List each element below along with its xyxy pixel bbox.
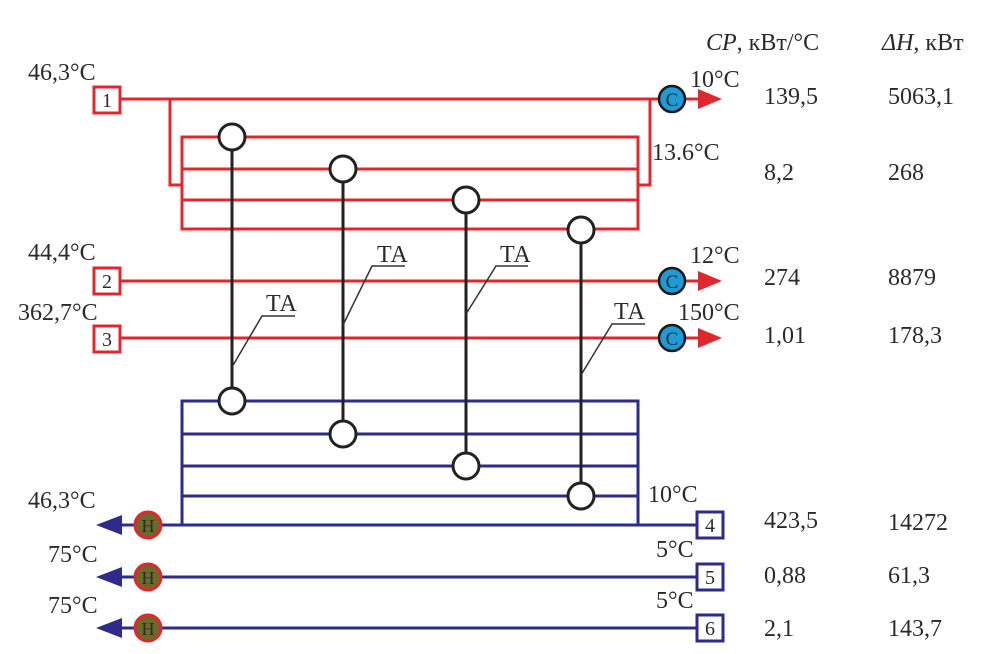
cooler-letter: C [666,329,679,350]
stream-6-dh: 143,7 [888,616,942,642]
heater-letter: Н [142,568,155,588]
hot-split-frame [180,135,640,231]
heat-exchanger-2: ТА [328,154,408,449]
cooler-icon [657,84,687,114]
split-outlet-temp: 13.6°C [652,140,720,166]
split-cp: 8,2 [764,160,794,186]
exchanger-3-hot-node [451,185,481,215]
split-right-connector [638,99,652,187]
exchanger-3-cold-node [451,451,481,481]
stream-4-cp: 423,5 [764,508,818,534]
stream-5-dh: 61,3 [888,563,930,589]
exchanger-4-cold-node [566,481,596,511]
stream-1-arrow-icon [698,89,722,109]
stream-3-cp: 1,01 [764,323,806,349]
stream-2-inlet-temp: 44,4°C [28,240,96,266]
cooler-icon [657,323,687,353]
stream-6-box [695,613,725,643]
exchanger-3-leader [465,265,528,315]
stream-6-inlet-temp: 5°C [656,588,694,614]
stream-4-inlet-temp: 10°C [648,482,698,508]
exchanger-2-cold-node [328,419,358,449]
stream-6-number: 6 [705,618,715,640]
cooler-icon [657,266,687,296]
stream-6-outlet-temp: 75°C [48,593,98,619]
stream-4-number: 4 [705,515,715,537]
heater-letter: Н [142,516,155,536]
stream-4-dh: 14272 [888,510,948,536]
exchanger-1-hot-node [217,122,247,152]
stream-1-cp: 139,5 [764,84,818,110]
stream-5-number: 5 [705,567,715,589]
stream-1-number: 1 [102,90,112,112]
stream-1-outlet-temp: 10°C [690,67,740,93]
stream-3-dh: 178,3 [888,323,942,349]
hot-stream-1: 46,3°C 1 C 10°C 139,5 5063,1 13.6°C 8,2 … [28,60,954,231]
stream-2-number: 2 [102,271,112,293]
stream-3-inlet-temp: 362,7°C [18,300,98,326]
stream-1-box [92,85,122,115]
exchanger-3-label: ТА [500,242,531,268]
stream-4-outlet-temp: 46,3°C [28,488,96,514]
cp-column-header: CP, кВт/°C [706,30,819,56]
hot-stream-2: 44,4°C 2 C 12°C 274 8879 [28,240,936,296]
exchanger-4-leader [580,323,645,376]
stream-2-outlet-temp: 12°C [690,243,740,269]
stream-4-box [695,510,725,540]
cooler-letter: C [666,90,679,111]
stream-3-outlet-temp: 150°C [678,300,740,326]
stream-2-cp: 274 [764,265,800,291]
stream-6-arrow-icon [96,618,122,638]
heater-icon [133,562,163,592]
exchanger-2-label: ТА [377,242,408,268]
exchanger-4-hot-node [566,215,596,245]
exchanger-4-label: ТА [614,299,645,325]
heater-icon [133,510,163,540]
heat-exchanger-3: ТА [451,185,531,481]
stream-5-inlet-temp: 5°C [656,537,694,563]
heat-exchanger-4: ТА [566,215,645,511]
exchanger-1-leader [231,315,295,368]
stream-1-dh: 5063,1 [888,84,954,110]
exchanger-2-hot-node [328,154,358,184]
cooler-letter: C [666,272,679,293]
exchanger-1-cold-node [217,386,247,416]
stream-2-arrow-icon [698,271,722,291]
exchanger-2-leader [342,265,405,326]
dh-column-header: ΔH, кВт [881,30,964,56]
stream-1-inlet-temp: 46,3°C [28,60,96,86]
stream-5-box [695,562,725,592]
heater-letter: Н [142,619,155,639]
exchanger-1-label: ТА [266,291,297,317]
heat-exchanger-1: ТА [217,122,297,416]
cold-stream-5: Н 75°C 5°C 5 0,88 61,3 [48,537,930,592]
split-left-connector [168,99,182,187]
stream-5-outlet-temp: 75°C [48,542,98,568]
stream-4-arrow-icon [96,515,122,535]
stream-5-cp: 0,88 [764,563,806,589]
stream-3-arrow-icon [698,328,722,348]
heater-icon [133,613,163,643]
stream-6-cp: 2,1 [764,616,794,642]
stream-3-number: 3 [102,329,112,351]
stream-5-arrow-icon [96,567,122,587]
cold-stream-4: Н 46,3°C 10°C 4 423,5 14272 [28,399,948,540]
cold-stream-6: Н 75°C 5°C 6 2,1 143,7 [48,588,942,643]
hot-stream-3: 362,7°C 3 C 150°C 1,01 178,3 [18,300,942,354]
stream-2-dh: 8879 [888,265,936,291]
split-dh: 268 [888,160,924,186]
cold-split-frame [180,399,640,527]
